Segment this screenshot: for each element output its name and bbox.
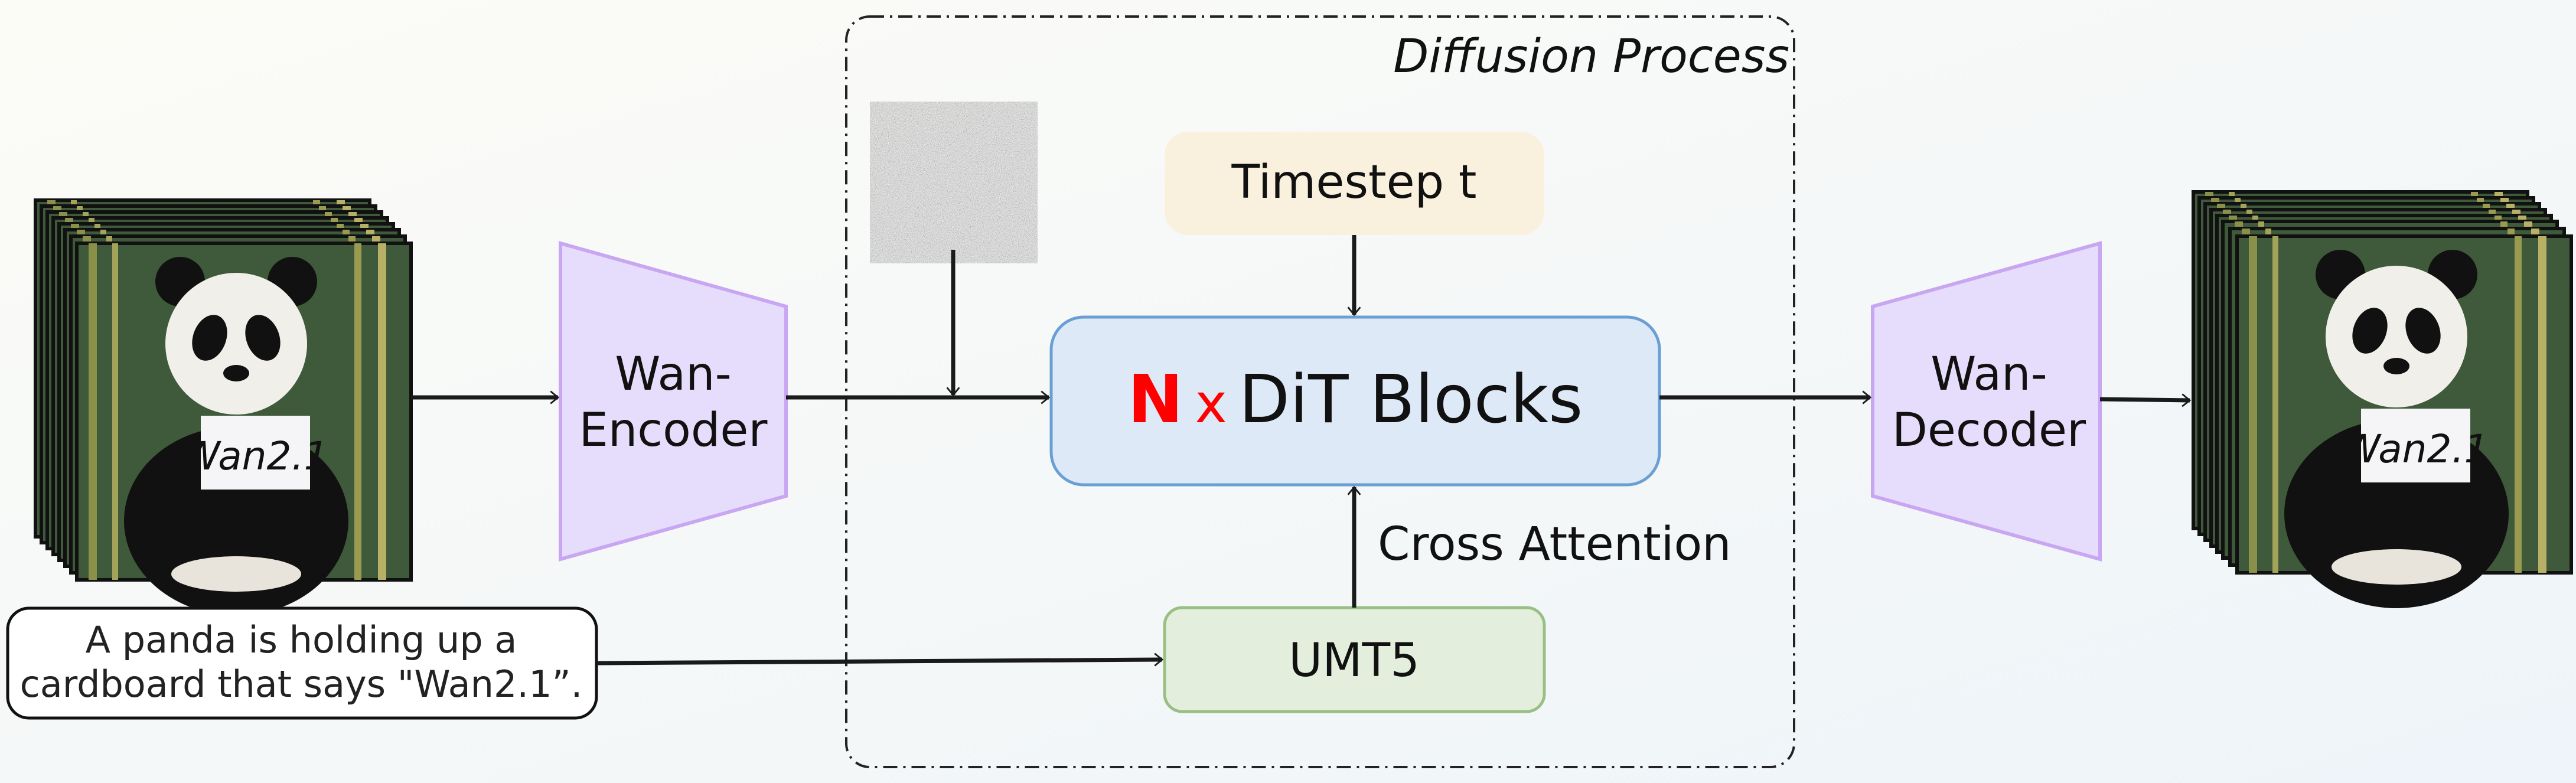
input-video-frames: Wan2.1 (35, 200, 411, 615)
cross-attention-label: Cross Attention (1378, 518, 1732, 571)
timestep-box (1165, 132, 1544, 235)
output-video-frames: Wan2.1 (2193, 192, 2571, 608)
video-frame-front (2237, 236, 2571, 608)
decoder-label-2: Decoder (1892, 404, 2086, 457)
dit-label: DiT Blocks (1239, 361, 1583, 438)
dit-blocks (1049, 315, 1661, 487)
diffusion-process-title: Diffusion Process (1393, 30, 1789, 83)
wan-encoder (559, 241, 788, 562)
sign-text: Wan2.1 (2342, 426, 2489, 472)
encoder-label-1: Wan- (615, 348, 732, 401)
decoder-label-1: Wan- (1931, 348, 2047, 401)
wan-decoder (1871, 241, 2102, 562)
sign-text: Wan2.1 (182, 433, 329, 479)
diffusion-process-boundary (845, 15, 1795, 768)
encoder-label-2: Encoder (579, 404, 768, 457)
umt5-label: UMT5 (1289, 634, 1420, 687)
timestep-label: Timestep t (1231, 156, 1477, 209)
prompt-line-2: cardboard that says "Wan2.1”. (20, 663, 583, 706)
dit-count: N (1128, 361, 1183, 438)
arrow-decoder-to-video (2099, 393, 2192, 407)
video-frame-front (77, 243, 411, 615)
dit-times: x (1195, 372, 1227, 435)
noise-latent (884, 115, 1023, 250)
prompt-line-1: A panda is holding up a (86, 618, 517, 661)
arrow-prompt-to-umt5 (596, 652, 1164, 667)
